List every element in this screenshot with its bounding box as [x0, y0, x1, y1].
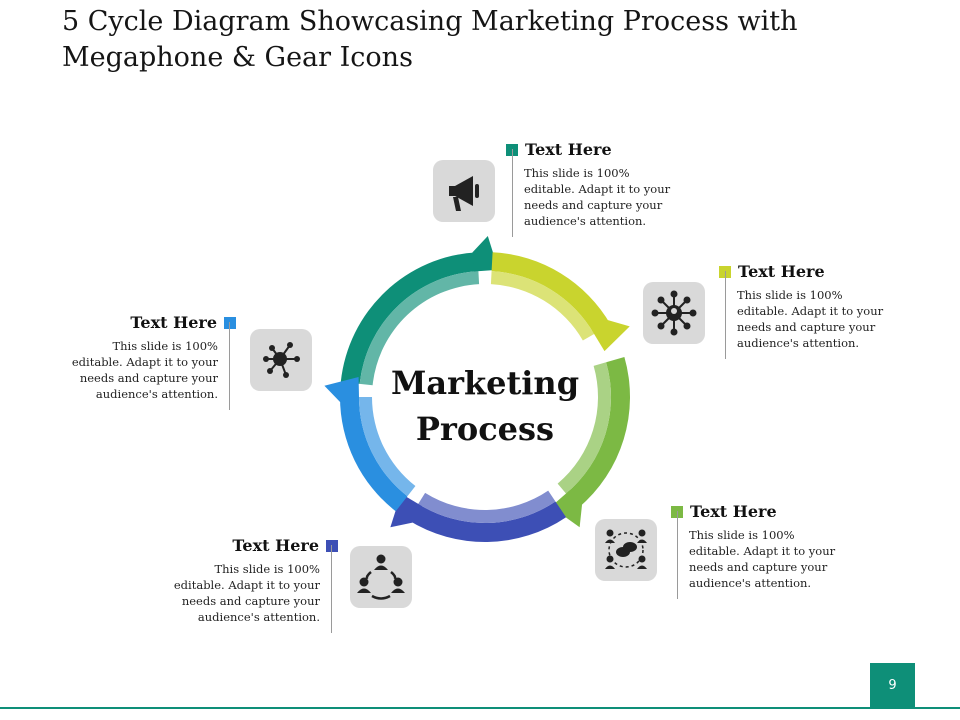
cycle-segment-1 — [340, 252, 479, 384]
cycle-segment-4 — [408, 501, 567, 542]
cycle-segment-2-pointer — [591, 320, 630, 352]
step-4-leader-line — [331, 545, 332, 633]
center-label: Marketing Process — [385, 360, 585, 452]
cycle-segment-5-pointer — [324, 376, 360, 403]
group-cycle-icon — [357, 554, 405, 600]
step-5-leader-line — [229, 322, 230, 410]
step-4-marker — [326, 540, 338, 552]
center-circle — [373, 285, 597, 509]
step-3-leader-line — [677, 511, 678, 599]
step-3-heading: Text Here — [690, 502, 777, 521]
cycle-segment-3 — [565, 357, 630, 509]
network-nodes-icon — [263, 342, 300, 378]
step-5-icon-box — [250, 329, 312, 391]
cycle-segment-2-inner — [490, 271, 595, 341]
cycle-segment-5-inner — [359, 397, 416, 497]
step-2-leader-line — [725, 271, 726, 359]
cycle-segment-5 — [340, 397, 408, 512]
cycle-ring — [324, 236, 630, 542]
step-5-heading: Text Here — [130, 313, 217, 332]
step-1-heading: Text Here — [525, 140, 612, 159]
cycle-segment-4-pointer — [390, 493, 422, 528]
step-1-body: This slide is 100% editable. Adapt it to… — [524, 166, 671, 228]
slide-title: 5 Cycle Diagram Showcasing Marketing Pro… — [62, 6, 798, 73]
cycle-segment-4-inner — [418, 490, 556, 523]
cycle-segment-2 — [491, 252, 611, 334]
step-4-icon-box — [350, 546, 412, 608]
step-4-body: This slide is 100% editable. Adapt it to… — [173, 562, 320, 624]
cycle-segment-3-pointer — [550, 490, 583, 528]
step-3-body: This slide is 100% editable. Adapt it to… — [689, 528, 836, 590]
network-hub-icon — [651, 290, 697, 336]
megaphone-icon — [449, 176, 479, 211]
center-label-line2: Process — [415, 410, 555, 448]
step-5-marker — [224, 317, 236, 329]
center-label-line1: Marketing — [390, 364, 580, 402]
page-number-badge: 9 — [870, 663, 915, 708]
cycle-segment-3-inner — [557, 362, 611, 494]
step-3-icon-box — [595, 519, 657, 581]
step-5-body: This slide is 100% editable. Adapt it to… — [71, 339, 218, 401]
step-2-body: This slide is 100% editable. Adapt it to… — [737, 288, 884, 350]
footer-rule — [0, 707, 960, 709]
cycle-segment-1-pointer — [472, 236, 499, 272]
step-1-leader-line — [512, 149, 513, 237]
step-2-icon-box — [643, 282, 705, 344]
step-4-heading: Text Here — [232, 536, 319, 555]
step-2-heading: Text Here — [738, 262, 825, 281]
team-discussion-icon — [605, 529, 647, 569]
step-1-icon-box — [433, 160, 495, 222]
cycle-segment-1-inner — [359, 271, 480, 386]
